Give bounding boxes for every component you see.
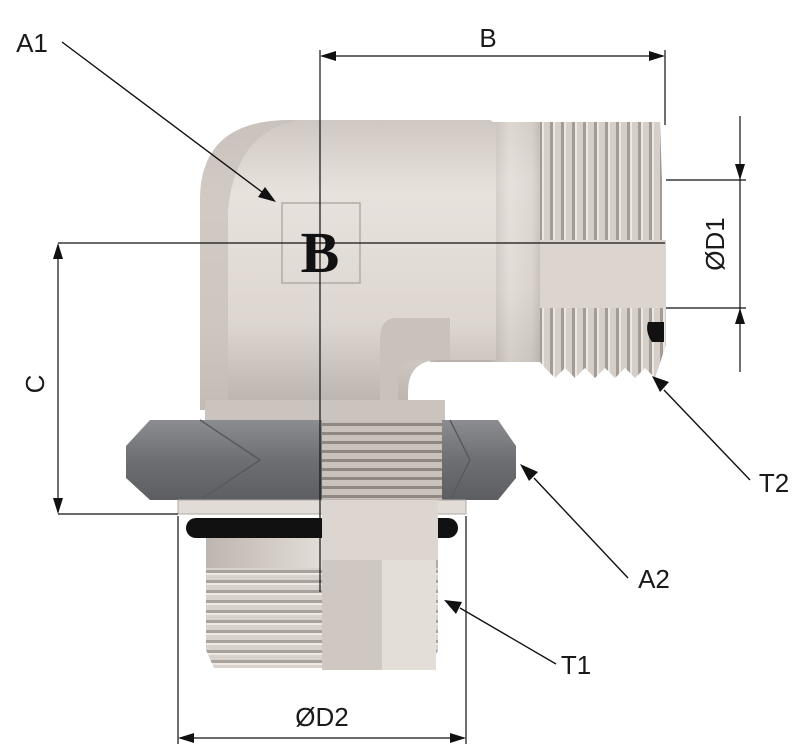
d2-arrow-right xyxy=(450,733,466,743)
label-t2: T2 xyxy=(759,468,789,498)
lower-neck xyxy=(205,400,445,422)
a2-arrow xyxy=(520,464,538,481)
hex-facet-left xyxy=(199,419,262,501)
c-arrow-top xyxy=(53,243,63,259)
d1-arrow-top xyxy=(735,164,745,180)
t1-arrow xyxy=(444,600,462,614)
a1-leader xyxy=(61,41,263,193)
label-c: C xyxy=(20,375,50,394)
label-a1: A1 xyxy=(16,28,48,58)
right-thread-bottom xyxy=(540,308,666,378)
a1-arrow xyxy=(258,187,276,202)
t2-leader xyxy=(663,389,751,481)
d2-arrow-left xyxy=(178,733,194,743)
stud-upper-face xyxy=(322,500,438,560)
label-d1: ØD1 xyxy=(700,217,730,270)
hex-nut xyxy=(126,419,516,501)
right-bore-face xyxy=(540,240,666,308)
right-port-notch xyxy=(647,322,664,342)
label-t1: T1 xyxy=(561,650,591,680)
hex-nut-body xyxy=(126,420,516,500)
a2-leader xyxy=(533,477,629,579)
t2-arrow xyxy=(652,376,669,392)
b-arrow-left xyxy=(320,51,336,61)
stud-flat xyxy=(322,560,382,670)
stud-flat-light xyxy=(382,560,436,670)
d1-arrow-bottom xyxy=(735,308,745,324)
b-arrow-right xyxy=(649,51,665,61)
hex-thread-cut xyxy=(322,420,442,500)
right-arm-collar xyxy=(492,122,542,362)
elbow-left-shade xyxy=(200,120,300,410)
label-b: B xyxy=(479,23,496,53)
c-arrow-bottom xyxy=(53,498,63,514)
elbow-body: B xyxy=(200,120,496,412)
label-a2: A2 xyxy=(638,564,670,594)
hex-facet-right xyxy=(449,419,471,501)
elbow-main xyxy=(200,120,496,412)
label-d2: ØD2 xyxy=(295,702,348,732)
right-thread-top xyxy=(540,122,662,180)
t1-leader xyxy=(459,607,557,665)
right-thread-mid xyxy=(540,180,662,240)
elbow-inner-fillet xyxy=(380,318,450,412)
lower-stud xyxy=(206,500,438,670)
